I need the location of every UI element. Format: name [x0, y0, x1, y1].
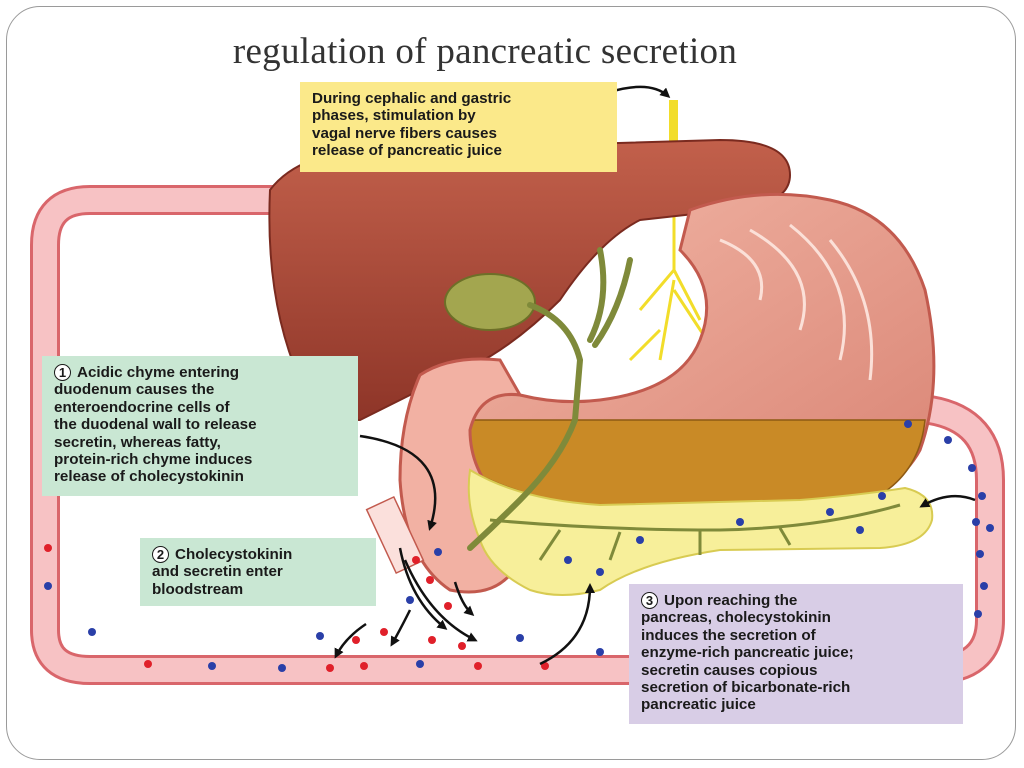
callout-text: Upon reaching the	[664, 592, 798, 609]
callout-step-3: 3 Upon reaching the pancreas, cholecystok…	[629, 584, 963, 724]
arrow-to-pancreas-tail	[919, 494, 976, 508]
callout-line: secretin, whereas fatty,	[54, 433, 221, 451]
arrow-to-blood-4	[390, 609, 412, 647]
callout-step-2: 2 Cholecystokinin and secretin enter bloo…	[140, 538, 376, 606]
callout-line: pancreas, cholecystokinin	[641, 609, 831, 627]
callout-line: release of cholecystokinin	[54, 468, 244, 486]
callout-line: enzyme-rich pancreatic juice;	[641, 644, 854, 662]
callout-line: enteroendocrine cells of	[54, 398, 230, 416]
callout-line: induces the secretion of	[641, 626, 816, 644]
callout-line: During cephalic and gastric	[312, 90, 512, 107]
callout-line: phases, stimulation by	[312, 107, 476, 125]
arrow-to-blood-1	[398, 547, 448, 630]
callout-line: and secretin enter	[152, 563, 283, 581]
callout-step-1: 1 Acidic chyme entering duodenum causes t…	[42, 356, 358, 496]
pancreatic-duct	[489, 503, 901, 561]
page-title: regulation of pancreatic secretion	[232, 31, 738, 72]
callout-line: the duodenal wall to release	[54, 416, 257, 434]
callout-line: protein-rich chyme induces	[54, 451, 253, 469]
hormone-dots	[44, 420, 994, 672]
callout-line: secretin causes copious	[641, 661, 818, 679]
arrow-to-blood-5	[334, 622, 367, 659]
callout-line: vagal nerve fibers causes	[312, 124, 497, 142]
arrow-step1	[359, 434, 437, 531]
callout-line: pancreatic juice	[641, 696, 756, 714]
step-number-badge: 2	[152, 546, 169, 563]
callout-line: 3 Upon reaching the	[641, 592, 951, 609]
enteroendocrine-cells	[365, 495, 425, 575]
arrow-to-pancreas	[539, 583, 595, 666]
callout-text: Cholecystokinin	[175, 546, 293, 563]
callout-line: 1 Acidic chyme entering	[54, 364, 346, 381]
callout-line: 2 Cholecystokinin	[152, 546, 364, 563]
callout-text: Acidic chyme entering	[77, 364, 240, 381]
arrow-vagal	[609, 85, 671, 98]
arrow-to-blood-2	[403, 559, 478, 642]
arrow-to-blood-3	[453, 581, 475, 617]
callout-line: duodenum causes the	[54, 381, 215, 399]
callout-line: secretion of bicarbonate-rich	[641, 679, 851, 697]
callout-vagal-stimulation: During cephalic and gastric phases, stim…	[300, 82, 617, 172]
gallbladder	[444, 273, 536, 331]
step-number-badge: 3	[641, 592, 658, 609]
bile-duct	[467, 247, 633, 551]
callout-line: bloodstream	[152, 580, 244, 598]
callout-line: release of pancreatic juice	[312, 142, 502, 160]
step-number-badge: 1	[54, 364, 71, 381]
stomach-rugae	[719, 223, 874, 381]
process-arrows	[334, 85, 976, 666]
